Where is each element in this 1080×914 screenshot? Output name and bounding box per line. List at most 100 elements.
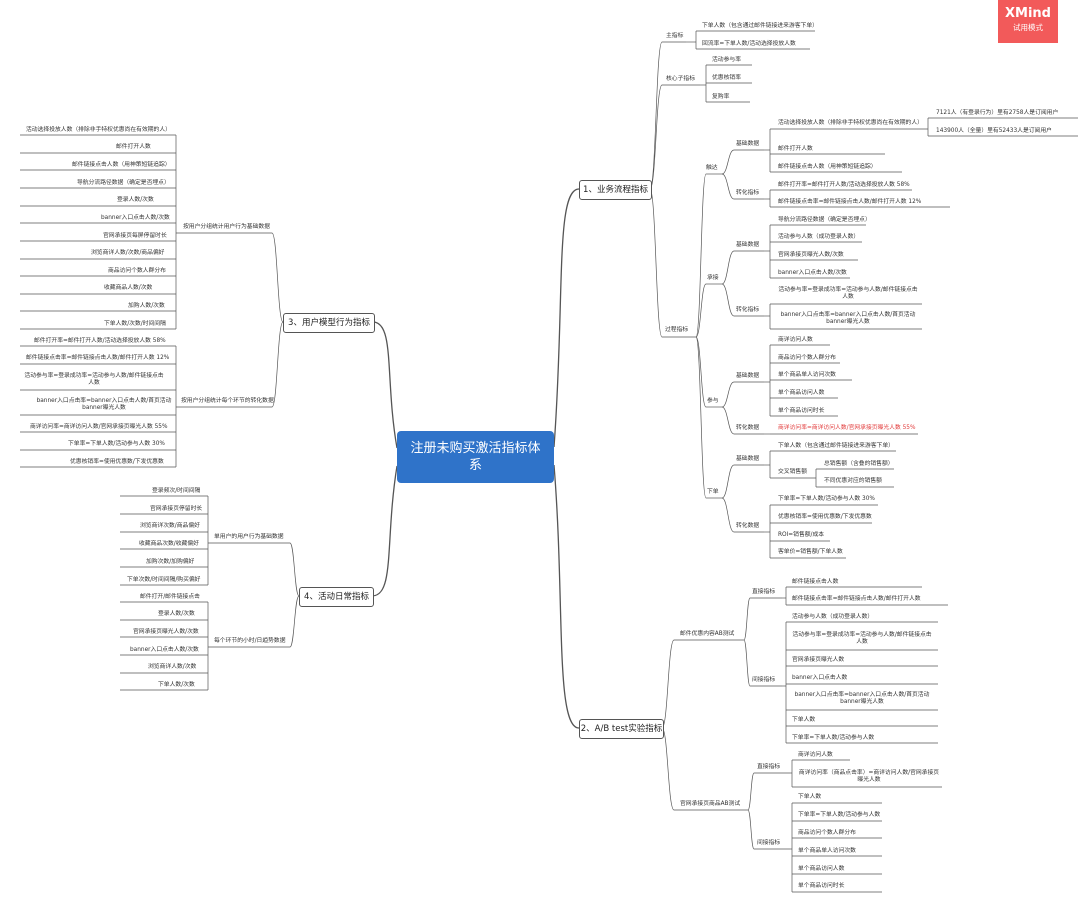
topic-ab1-zj1[interactable]: 邮件链接点击人数 xyxy=(792,579,839,585)
topic-u1-1[interactable]: 活动选择投放人数（排除非手特权优惠尚在有效期的人） xyxy=(26,127,171,133)
topic-d1-2[interactable]: 官网承接页停留时长 xyxy=(150,506,203,512)
topic-ab1-jj5[interactable]: banner入口点击率=banner入口点击人数/首页活动banner曝光人数 xyxy=(794,692,930,705)
topic-u1-5[interactable]: 登录人数/次数 xyxy=(117,197,154,203)
topic-d2-6[interactable]: 下单人数/次数 xyxy=(158,682,195,688)
topic-cd[interactable]: 触达 xyxy=(706,165,718,171)
topic-u1-8[interactable]: 浏览商详人数/次数/商品偏好 xyxy=(91,250,165,256)
topic-d1[interactable]: 单用户的用户行为基础数据 xyxy=(214,534,284,540)
topic-cy-jc4[interactable]: 单个商品访问人数 xyxy=(778,390,825,396)
topic-ab1-jj7[interactable]: 下单率=下单人数/活动参与人数 xyxy=(792,735,875,741)
topic-ab2-jj[interactable]: 间接指标 xyxy=(757,840,781,846)
branch-ab-test[interactable]: 2、A/B test实验指标 xyxy=(579,719,664,739)
topic-cy-jc[interactable]: 基础数据 xyxy=(736,373,760,379)
topic-d1-3[interactable]: 浏览商详次数/商品偏好 xyxy=(140,523,200,529)
topic-u1-6[interactable]: banner入口点击人数/次数 xyxy=(101,215,170,221)
topic-ab2-jj1[interactable]: 下单人数 xyxy=(798,794,822,800)
topic-u2-1[interactable]: 邮件打开率=邮件打开人数/活动选择投放人数 58% xyxy=(34,338,166,344)
topic-ab1-jj2[interactable]: 活动参与率=登录成功率=活动参与人数/邮件链接点击人数 xyxy=(792,632,932,645)
topic-cy-jc5[interactable]: 单个商品访问时长 xyxy=(778,408,825,414)
topic-xd-zh3[interactable]: ROI=销售额/成本 xyxy=(778,532,825,538)
topic-cj-jc3[interactable]: 官网承接页曝光人数/次数 xyxy=(778,252,844,258)
topic-d2-3[interactable]: 官网承接页曝光人数/次数 xyxy=(133,629,199,635)
topic-xd-zh4[interactable]: 客单价=销售额/下单人数 xyxy=(778,549,843,555)
topic-u2[interactable]: 按用户分组统计每个环节的转化数据 xyxy=(181,398,274,404)
topic-hxz[interactable]: 核心子指标 xyxy=(666,76,695,82)
topic-xd-jc[interactable]: 基础数据 xyxy=(736,456,760,462)
topic-cd-jc2[interactable]: 邮件打开人数 xyxy=(778,146,813,152)
topic-u2-7[interactable]: 优惠核销率=使用优惠数/下发优惠数 xyxy=(70,459,164,465)
topic-d1-4[interactable]: 收藏商品次数/收藏偏好 xyxy=(139,541,199,547)
topic-cy-zh[interactable]: 转化数据 xyxy=(736,425,760,431)
topic-ab1[interactable]: 邮件优惠内容AB测试 xyxy=(680,631,735,637)
topic-ab1-zj[interactable]: 直接指标 xyxy=(752,589,776,595)
topic-d2[interactable]: 每个环节的小时/日趋势数据 xyxy=(214,638,286,644)
topic-u1-7[interactable]: 官网承接页每屏停留时长 xyxy=(103,233,167,239)
topic-ab2-jj5[interactable]: 单个商品访问人数 xyxy=(798,866,845,872)
topic-cj-zh1[interactable]: 活动参与率=登录成功率=活动参与人数/邮件链接点击人数 xyxy=(778,287,918,300)
topic-ab2-zj1[interactable]: 商详访问人数 xyxy=(798,752,833,758)
topic-xd-jc1[interactable]: 下单人数（包含通过邮件链接进来游客下单） xyxy=(778,443,894,449)
topic-u1-3[interactable]: 邮件链接点击人数（用神策短链追踪） xyxy=(72,162,171,168)
topic-cy[interactable]: 参与 xyxy=(707,398,719,404)
topic-cd-jc[interactable]: 基础数据 xyxy=(736,141,760,147)
topic-u1-12[interactable]: 下单人数/次数/时间间隔 xyxy=(104,321,166,327)
topic-u1-9[interactable]: 商品访问个数人群分布 xyxy=(108,268,166,274)
topic-u2-4[interactable]: banner入口点击率=banner入口点击人数/首页活动banner曝光人数 xyxy=(36,398,172,411)
topic-cd-jc1a[interactable]: 7121人（有登录行为）里有2758人是订阅用户 xyxy=(936,110,1059,116)
topic-zzb1[interactable]: 下单人数（包含通过邮件链接进来游客下单） xyxy=(702,23,818,29)
topic-cd-zh1[interactable]: 邮件打开率=邮件打开人数/活动选择投放人数 58% xyxy=(778,182,910,188)
topic-ab1-jj6[interactable]: 下单人数 xyxy=(792,717,816,723)
topic-cj-jc4[interactable]: banner入口点击人数/次数 xyxy=(778,270,847,276)
topic-ab1-jj3[interactable]: 官网承接页曝光人数 xyxy=(792,657,845,663)
branch-user-model[interactable]: 3、用户模型行为指标 xyxy=(283,313,375,333)
topic-cj-jc1[interactable]: 导航分流路径数据（确定是否埋点） xyxy=(778,217,871,223)
topic-xd-zh1[interactable]: 下单率=下单人数/活动参与人数 30% xyxy=(778,496,875,502)
topic-cd-zh[interactable]: 转化指标 xyxy=(736,190,760,196)
topic-ab2-jj6[interactable]: 单个商品访问时长 xyxy=(798,883,845,889)
topic-u1-11[interactable]: 加购人数/次数 xyxy=(128,303,165,309)
topic-ab1-jj4[interactable]: banner入口点击人数 xyxy=(792,675,848,681)
topic-cd-jc1b[interactable]: 143900人（全量）里有52433人是订阅用户 xyxy=(936,128,1052,134)
topic-cj-zh2[interactable]: banner入口点击率=banner入口点击人数/首页活动banner曝光人数 xyxy=(780,312,916,325)
xmind-trial-badge[interactable]: XMind 试用模式 xyxy=(998,0,1058,43)
topic-d1-5[interactable]: 加购次数/加购偏好 xyxy=(146,559,195,565)
topic-cj-zh[interactable]: 转化指标 xyxy=(736,307,760,313)
topic-d2-1[interactable]: 邮件打开/邮件链接点击 xyxy=(140,594,200,600)
topic-u1-4[interactable]: 导航分流路径数据（确定是否埋点） xyxy=(77,180,170,186)
topic-xd[interactable]: 下单 xyxy=(707,489,719,495)
topic-cj[interactable]: 承接 xyxy=(707,275,719,281)
topic-zzb[interactable]: 主指标 xyxy=(666,33,684,39)
topic-cy-jc2[interactable]: 商品访问个数人群分布 xyxy=(778,355,836,361)
topic-u2-2[interactable]: 邮件链接点击率=邮件链接点击人数/邮件打开人数 12% xyxy=(26,355,170,361)
topic-ab2-zj[interactable]: 直接指标 xyxy=(757,764,781,770)
topic-cy-jc1[interactable]: 商详访问人数 xyxy=(778,337,813,343)
topic-hxz1[interactable]: 活动参与率 xyxy=(712,57,741,63)
topic-xd-jc2[interactable]: 交叉销售额 xyxy=(778,469,807,475)
topic-ab2-jj3[interactable]: 商品访问个数人群分布 xyxy=(798,830,856,836)
topic-cd-jc3[interactable]: 邮件链接点击人数（用神策短链追踪） xyxy=(778,164,877,170)
branch-daily-activity[interactable]: 4、活动日常指标 xyxy=(299,587,374,607)
topic-ab2[interactable]: 官网承接页商品AB测试 xyxy=(680,801,741,807)
topic-gc[interactable]: 过程指标 xyxy=(665,327,689,333)
topic-d2-4[interactable]: banner入口点击人数/次数 xyxy=(130,647,199,653)
central-topic[interactable]: 注册未购买激活指标体系 xyxy=(397,431,554,483)
topic-hxz3[interactable]: 复购率 xyxy=(712,94,730,100)
topic-ab2-jj4[interactable]: 单个商品单人访问次数 xyxy=(798,848,856,854)
topic-zzb2[interactable]: 回流率=下单人数/活动选择投放人数 xyxy=(702,41,796,47)
topic-cd-zh2[interactable]: 邮件链接点击率=邮件链接点击人数/邮件打开人数 12% xyxy=(778,199,922,205)
topic-cy-jc3[interactable]: 单个商品单人访问次数 xyxy=(778,372,836,378)
topic-d1-6[interactable]: 下单次数/时间间隔/购买偏好 xyxy=(127,577,201,583)
topic-ab1-zj2[interactable]: 邮件链接点击率=邮件链接点击人数/邮件打开人数 xyxy=(792,596,921,602)
topic-cj-jc2[interactable]: 活动参与人数（成功登录人数） xyxy=(778,234,860,240)
topic-u1[interactable]: 按用户分组统计用户行为基础数据 xyxy=(183,224,270,230)
topic-ab2-jj2[interactable]: 下单率=下单人数/活动参与人数 xyxy=(798,812,881,818)
topic-xd-zh2[interactable]: 优惠核销率=使用优惠数/下发优惠数 xyxy=(778,514,872,520)
topic-cj-jc[interactable]: 基础数据 xyxy=(736,242,760,248)
topic-hxz2[interactable]: 优惠核销率 xyxy=(712,75,741,81)
topic-ab1-jj[interactable]: 间接指标 xyxy=(752,677,776,683)
topic-d2-2[interactable]: 登录人数/次数 xyxy=(158,611,195,617)
topic-u1-10[interactable]: 收藏商品人数/次数 xyxy=(104,285,153,291)
topic-ab2-zj2[interactable]: 商详访问率（商品点击率）=商详访问人数/官网承接页曝光人数 xyxy=(798,770,940,783)
topic-xd-jc2b[interactable]: 不同优惠对应的销售额 xyxy=(824,478,882,484)
topic-u1-2[interactable]: 邮件打开人数 xyxy=(116,144,151,150)
